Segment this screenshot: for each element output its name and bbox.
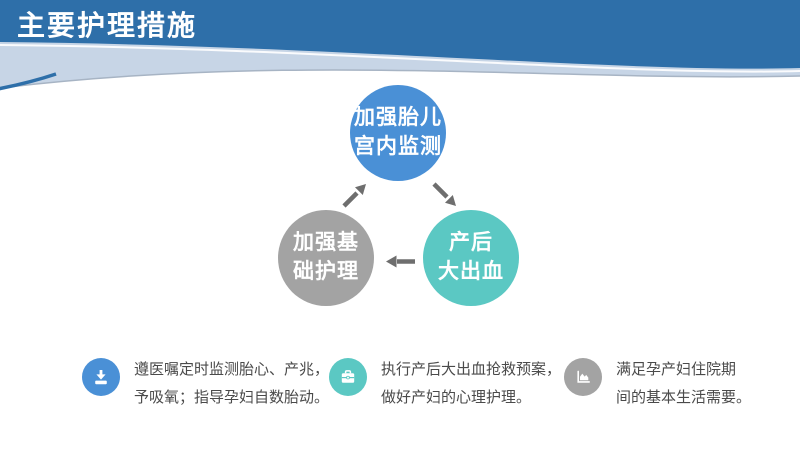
note-item-daily-needs: 满足孕产妇住院期 间的基本生活需要。 bbox=[564, 356, 751, 412]
node-label-line: 础护理 bbox=[293, 260, 359, 283]
briefcase-icon bbox=[329, 358, 367, 396]
note-text: 遵医嘱定时监测胎心、产兆， 予吸氧；指导孕妇自数胎动。 bbox=[134, 356, 329, 412]
note-item-monitoring: 遵医嘱定时监测胎心、产兆， 予吸氧；指导孕妇自数胎动。 bbox=[82, 356, 329, 412]
node-label-line: 产后 bbox=[449, 231, 493, 255]
header-wave bbox=[0, 0, 800, 91]
node-label-line: 加强基 bbox=[293, 231, 359, 255]
page-title: 主要护理措施 bbox=[17, 10, 198, 41]
node-label-line: 加强胎儿 bbox=[354, 106, 442, 130]
arrow-down-right-icon bbox=[432, 182, 449, 199]
note-text-line: 做好产妇的心理护理。 bbox=[381, 389, 532, 406]
arrow-up-right-icon bbox=[342, 191, 359, 208]
chart-icon bbox=[564, 358, 602, 396]
diagram-node-fetal-monitoring: 加强胎儿 宫内监测 bbox=[350, 85, 446, 181]
node-label-line: 宫内监测 bbox=[354, 135, 442, 158]
download-icon bbox=[82, 358, 120, 396]
note-text-line: 遵医嘱定时监测胎心、产兆， bbox=[134, 361, 330, 378]
note-text-line: 间的基本生活需要。 bbox=[616, 389, 752, 406]
note-text: 执行产后大出血抢救预案， 做好产妇的心理护理。 bbox=[381, 356, 561, 412]
note-text-line: 予吸氧；指导孕妇自数胎动。 bbox=[134, 389, 330, 406]
diagram-node-postpartum-hemorrhage: 产后 大出血 bbox=[423, 210, 519, 306]
note-item-rescue-plan: 执行产后大出血抢救预案， 做好产妇的心理护理。 bbox=[329, 356, 561, 412]
node-label-line: 大出血 bbox=[438, 260, 504, 283]
note-text-line: 执行产后大出血抢救预案， bbox=[381, 361, 562, 378]
note-text-line: 满足孕产妇住院期 bbox=[616, 361, 737, 378]
note-text: 满足孕产妇住院期 间的基本生活需要。 bbox=[616, 356, 751, 412]
diagram-node-basic-care: 加强基 础护理 bbox=[278, 210, 374, 306]
